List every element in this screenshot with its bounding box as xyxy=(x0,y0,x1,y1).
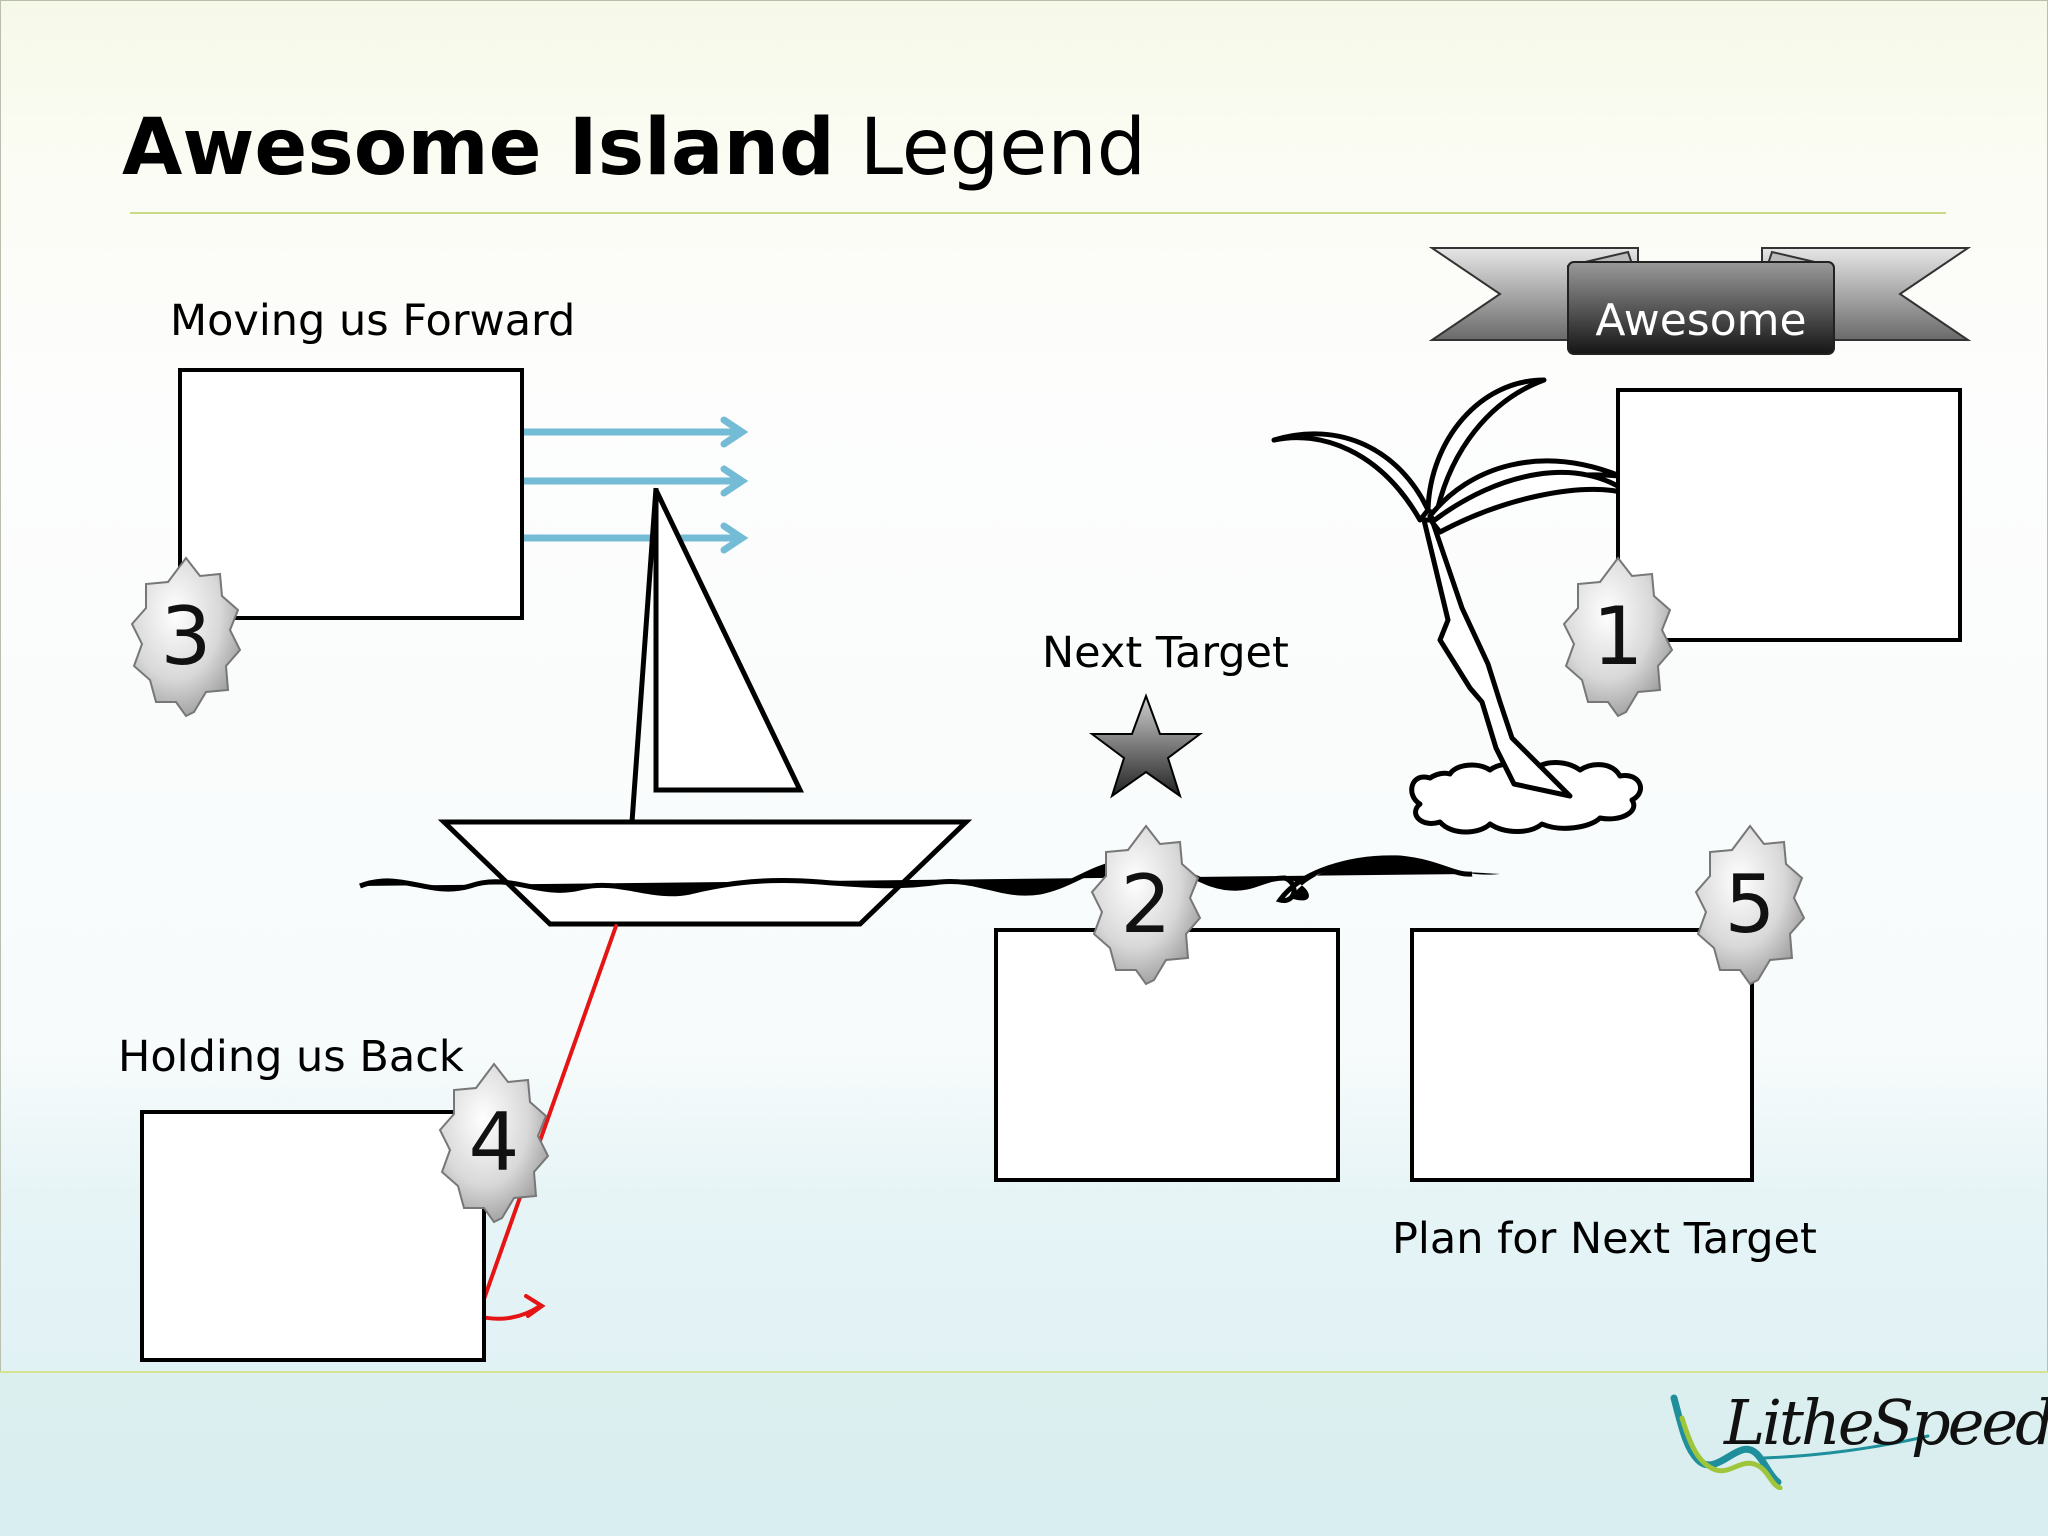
plan-next-target-label: Plan for Next Target xyxy=(1392,1214,1817,1264)
badge-seal-icon xyxy=(1694,824,1806,986)
sailboat xyxy=(437,487,973,927)
star-icon xyxy=(1089,693,1203,799)
badge-1-number: 1 xyxy=(1592,590,1644,683)
title-rule xyxy=(130,212,1946,214)
anchor-rope xyxy=(476,924,618,1318)
badge-seal-icon xyxy=(1090,824,1202,986)
moving-forward-label: Moving us Forward xyxy=(170,296,576,346)
holding-back-label: Holding us Back xyxy=(118,1032,464,1082)
badge-seal-icon xyxy=(130,556,242,718)
badge-seal-icon xyxy=(438,1062,550,1224)
island-box[interactable] xyxy=(1616,388,1962,642)
banner-label: Awesome xyxy=(1595,294,1807,346)
logo-wordmark: LitheSpeed xyxy=(1724,1386,2048,1459)
footer-band xyxy=(0,1373,2048,1536)
badge-4-number: 4 xyxy=(468,1096,520,1189)
badge-3: 3 xyxy=(130,554,242,720)
holding-back-box[interactable] xyxy=(140,1110,486,1362)
palm-leaf-2 xyxy=(1425,377,1547,519)
badge-1: 1 xyxy=(1562,554,1674,720)
badge-3-number: 3 xyxy=(160,590,212,683)
next-target-box[interactable] xyxy=(994,928,1340,1182)
badge-2: 2 xyxy=(1090,822,1202,988)
palm-leaf-1 xyxy=(1271,431,1431,523)
banner-ribbon-icon xyxy=(1428,247,1972,355)
slide-title: Awesome Island Legend xyxy=(122,107,1146,190)
palm-leaf-4 xyxy=(1429,469,1633,535)
awesome-banner: Awesome xyxy=(1428,244,1972,362)
palm-trunk xyxy=(1421,517,1573,799)
palm-tree xyxy=(1271,377,1643,835)
boat-mast xyxy=(629,487,659,823)
title-bold-part: Awesome Island xyxy=(122,103,835,193)
badge-seal-icon xyxy=(1562,556,1674,718)
title-regular-part: Legend xyxy=(859,103,1147,193)
badge-2-number: 2 xyxy=(1120,858,1172,951)
island-cloud xyxy=(1409,760,1643,835)
lithespeed-logo: LitheSpeed xyxy=(1668,1378,2048,1490)
boat-sail xyxy=(653,488,804,793)
badge-5: 5 xyxy=(1694,822,1806,988)
badge-4: 4 xyxy=(438,1060,550,1226)
boat-hull xyxy=(437,819,973,927)
plan-box[interactable] xyxy=(1410,928,1754,1182)
lithespeed-swoosh-icon xyxy=(1670,1394,1930,1490)
sea-wave-line xyxy=(359,855,1473,903)
moving-forward-box[interactable] xyxy=(178,368,524,620)
badge-5-number: 5 xyxy=(1724,858,1776,951)
footer-rule xyxy=(0,1371,2048,1373)
next-target-label: Next Target xyxy=(1042,628,1289,678)
forward-arrows xyxy=(518,416,749,554)
